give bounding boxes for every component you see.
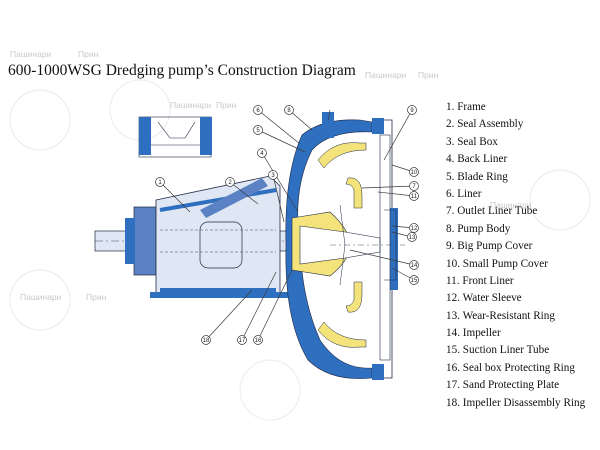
parts-legend: 1. Frame 2. Seal Assembly 3. Seal Box 4.… [446, 99, 585, 412]
callout-15: 15 [409, 275, 419, 285]
callout-13: 13 [407, 232, 417, 242]
svg-text:9: 9 [410, 108, 414, 114]
watermark-globe-icon [9, 269, 71, 331]
legend-item: 7. Outlet Liner Tube [446, 205, 538, 218]
legend-item: 8. Pump Body [446, 222, 511, 235]
watermark-globe-icon [529, 169, 591, 231]
callout-16: 16 [253, 335, 263, 345]
frame-bearing-housing [150, 175, 290, 298]
svg-text:3: 3 [271, 173, 275, 179]
svg-text:1: 1 [158, 180, 162, 186]
svg-text:8: 8 [287, 108, 291, 114]
coupling-flange [125, 206, 157, 276]
watermark-text: Пашинари [10, 49, 52, 59]
legend-item: 14. Impeller [446, 327, 501, 340]
callout-18: 18 [201, 335, 211, 345]
svg-text:12: 12 [411, 226, 418, 232]
watermark-text: Прин [216, 100, 237, 110]
svg-text:15: 15 [411, 278, 418, 284]
legend-item: 13. Wear-Resistant Ring [446, 309, 555, 322]
legend-item: 17. Sand Protecting Plate [446, 379, 560, 392]
watermark-text: Пашинари [20, 292, 62, 302]
legend-item: 11. Front Liner [446, 274, 514, 287]
watermark-text: Пашинари [490, 200, 532, 210]
svg-text:6: 6 [256, 108, 260, 114]
watermark-text: Пашинари [170, 100, 212, 110]
watermark-text: Прин [86, 292, 107, 302]
callout-3: 3 [268, 170, 278, 180]
callout-17: 17 [237, 335, 247, 345]
svg-text:10: 10 [411, 170, 418, 176]
legend-item: 3. Seal Box [446, 135, 498, 148]
callout-9: 9 [407, 105, 417, 115]
callout-12: 12 [409, 223, 419, 233]
legend-item: 5. Blade Ring [446, 170, 508, 183]
callout-7: 7 [409, 181, 419, 191]
inset-detail-blade-ring [138, 116, 212, 158]
pump-body-casing [285, 112, 398, 380]
legend-item: 4. Back Liner [446, 153, 508, 166]
diagram-title: 600-1000WSG Dredging pump’s Construction… [8, 62, 356, 79]
leader-lines [159, 109, 415, 341]
watermark-text: Пашинари [365, 70, 407, 80]
legend-item: 9. Big Pump Cover [446, 240, 533, 253]
svg-text:2: 2 [228, 180, 232, 186]
callout-4: 4 [257, 148, 267, 158]
callout-14: 14 [409, 260, 419, 270]
callout-8: 8 [284, 105, 294, 115]
callout-5: 5 [253, 125, 263, 135]
svg-text:7: 7 [412, 184, 416, 190]
legend-item: 15. Suction Liner Tube [446, 344, 550, 357]
svg-text:18: 18 [203, 338, 210, 344]
legend-item: 12. Water Sleeve [446, 292, 522, 305]
suction-side [379, 134, 397, 361]
callout-10: 10 [409, 167, 419, 177]
svg-text:13: 13 [409, 235, 416, 241]
svg-text:5: 5 [256, 128, 260, 134]
watermark-text: Прин [418, 70, 439, 80]
callout-2: 2 [225, 177, 235, 187]
legend-item: 10. Small Pump Cover [446, 257, 548, 270]
legend-item: 6. Liner [446, 187, 482, 200]
callout-1: 1 [155, 177, 165, 187]
svg-text:17: 17 [239, 338, 246, 344]
legend-item: 1. Frame [446, 101, 486, 113]
watermark-text: Прин [78, 49, 99, 59]
watermark: Пашинари Прин Пашинари Прин Пашинари При… [9, 49, 591, 421]
legend-item: 18. Impeller Disassembly Ring [446, 396, 586, 409]
svg-text:11: 11 [411, 194, 418, 200]
legend-item: 2. Seal Assembly [446, 118, 524, 131]
svg-text:4: 4 [260, 151, 264, 157]
legend-item: 16. Seal box Protecting Ring [446, 361, 575, 374]
callout-11: 11 [409, 191, 419, 201]
svg-text:14: 14 [411, 263, 418, 269]
watermark-globe-icon [9, 89, 71, 151]
svg-text:16: 16 [255, 338, 262, 344]
callout-6: 6 [253, 105, 263, 115]
watermark-globe-icon [239, 359, 301, 421]
